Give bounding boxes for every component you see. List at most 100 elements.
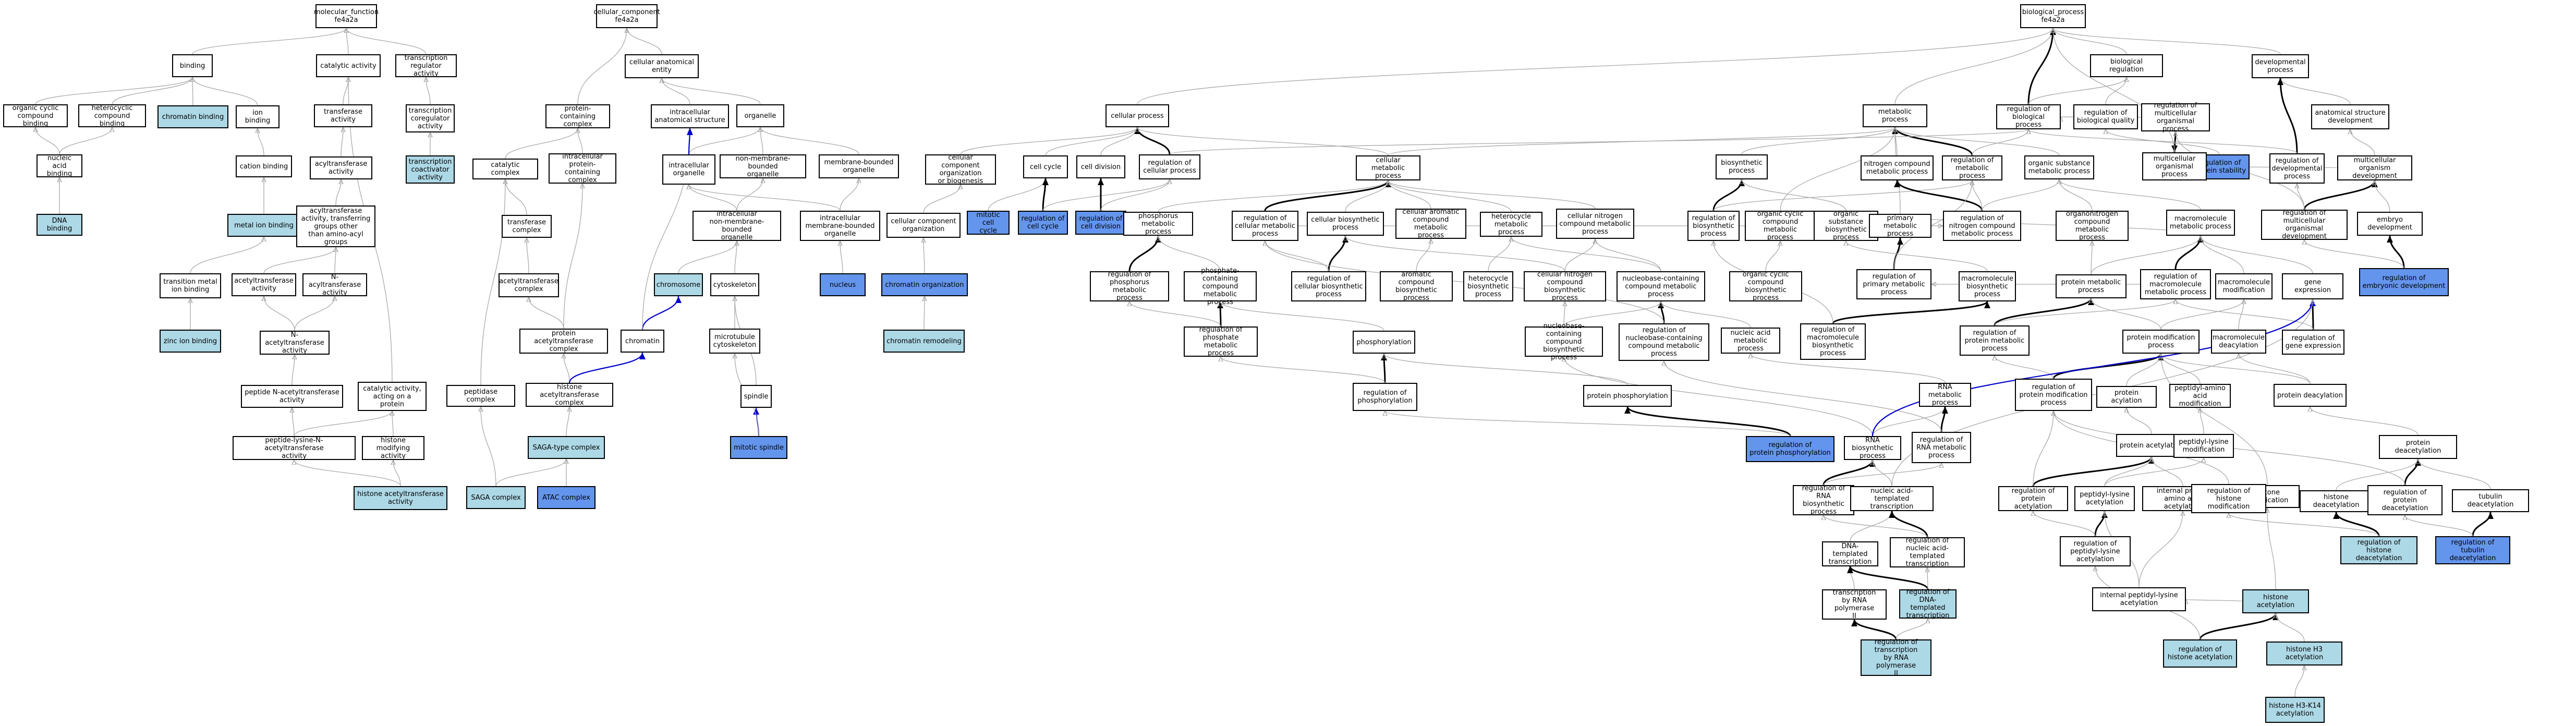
edge-catcomplex-to-protcontcomplex (505, 128, 578, 159)
edge-geneexp-to-macromet (2201, 236, 2313, 274)
go-term-protmetab: protein metabolic process (2056, 274, 2127, 298)
go-term-nucacidtx: nucleic acid-templated transcription (1850, 486, 1934, 511)
edge-bioreg-to-bp (2053, 28, 2127, 55)
edge-regmetab-to-regbp (1972, 129, 2028, 156)
go-term-regcelldiv: regulation of cell division (1075, 211, 1126, 235)
go-term-binding: binding (172, 54, 213, 77)
go-term-memorg: membrane-bounded organelle (819, 154, 899, 178)
go-term-ionbind: ion binding (236, 105, 280, 128)
go-term-protacetylcomplex: protein acetyltransferase complex (519, 329, 608, 354)
go-term-protdeacetyl: protein deacetylation (2379, 435, 2457, 459)
go-term-protcontcomplex: protein-containing complex (545, 104, 610, 128)
go-term-macromod: macromolecule modification (2215, 273, 2273, 299)
go-term-catalytic: catalytic activity (316, 54, 381, 77)
edge-regprotmod-to-protmod (2052, 353, 2164, 379)
edge-chromorg-to-cellcomporg (924, 238, 925, 274)
go-term-saga: SAGA complex (466, 486, 526, 509)
edge-organelle-to-cellanat (662, 78, 761, 105)
edge-regtubdeacetyl-to-regprotdeacetyl (2405, 515, 2473, 537)
edge-regembdev-to-regmcorgdev (2304, 240, 2404, 269)
go-term-cellcompbio: cellular component organization or bioge… (925, 154, 996, 185)
go-term-tubdeacetyl: tubulin deacetylation (2452, 489, 2529, 512)
go-term-mcorg: multicellular organismal process (2142, 152, 2207, 180)
edge-regnitro-to-regmetab (1972, 180, 1983, 211)
edge-regphosmetab2-to-regphosmetab (1129, 301, 1221, 327)
edge-orgcycmetab-to-metab (1780, 127, 1895, 211)
edge-intpeptlys-to-intprotamino (2138, 511, 2183, 588)
edge-chromremod-to-chromorg (924, 296, 925, 330)
edge-cellnitrobiosyn-to-cellnitro (1564, 239, 1595, 272)
edge-rnabiosyn-to-nucbasebiosyn (1564, 357, 1873, 437)
go-term-nitrocomp: nitrogen compound metabolic process (1861, 155, 1934, 180)
go-term-acetyltranscomplex: acetyltransferase complex (499, 273, 559, 297)
edge-devproc-to-bp (2053, 28, 2281, 55)
go-term-regmacromet: regulation of macromolecule metabolic pr… (2140, 269, 2211, 299)
edge-hat-to-histmod (393, 460, 401, 487)
go-term-acyltrans: acyltransferase activity (310, 156, 372, 179)
edge-nucbasecont-to-cellnitro (1595, 239, 1661, 272)
go-term-cellnitrobiosyn: cellular nitrogen compound biosynthetic … (1524, 271, 1606, 302)
edge-intraorg-to-organelle (688, 127, 760, 155)
edge-rnametab-to-nucacidmetab (1751, 354, 1946, 383)
go-term-nucbasebiosyn: nucleobase-containing compound biosynthe… (1525, 322, 1603, 361)
edge-biosyn-to-metab (1741, 127, 1895, 155)
go-term-histacetylcomplex: histone acetyltransferase complex (526, 383, 613, 407)
go-term-protmod: protein modification process (2122, 330, 2200, 354)
go-term-txcoreg: transcription coregulator activity (406, 104, 455, 132)
go-term-nacetyltrans: N-acetyltransferase activity (260, 331, 330, 355)
go-term-regbiosyn: regulation of biosynthetic process (1687, 211, 1740, 241)
edge-regcellproc-to-regbp (1169, 129, 2028, 155)
edge-intprotamino-to-protacetylation (2152, 457, 2183, 487)
go-term-transfcomplex: transferase complex (502, 215, 552, 238)
edge-regprotstab-to-regbq (2106, 129, 2220, 155)
go-term-intranonmem: intracellular non-membrane-bounded organ… (692, 210, 781, 241)
edge-protmod-to-macromod (2160, 299, 2244, 330)
edge-regrnametab-to-regnucbase (1664, 361, 1942, 432)
edge-protdeacyl-to-protmod (2161, 354, 2311, 384)
go-term-reghistmod: regulation of histone modification (2191, 484, 2266, 513)
go-term-hetcycbiosyn: heterocycle biosynthetic process (1463, 271, 1513, 301)
edge-cellanat-to-cc (627, 28, 662, 55)
go-term-macrobiosyn: macromolecule biosynthetic process (1959, 271, 2016, 301)
go-term-regphosmetab2: regulation of phosphate metabolic proces… (1184, 326, 1258, 357)
edge-histacetyl-to-histmodif (2267, 508, 2276, 590)
go-term-regprotmetab: regulation of protein metabolic process (1960, 325, 2030, 356)
go-term-chromremod: chromatin remodeling (883, 330, 965, 353)
edge-histmodif-to-protmod (2161, 354, 2268, 486)
edge-mcorg-to-bp (2053, 28, 2175, 153)
edge-reggeneexp-to-regmacromet (2176, 299, 2314, 330)
go-term-bp: biological_process fe4a2a (2020, 4, 2086, 28)
go-term-regnucacidtx: regulation of nucleic acid-templated tra… (1890, 537, 1965, 568)
edge-regtxrnapol-to-txrnapol (1851, 619, 1897, 640)
go-term-phoscont: phosphate-containing compound metabolic … (1184, 267, 1257, 306)
go-term-histh3k14: histone H3-K14 acetylation (2265, 697, 2325, 723)
edge-nucbind-to-hetcyc (59, 127, 112, 155)
go-term-devproc: developmental process (2252, 54, 2309, 78)
edge-transfcomplex-to-catcomplex (505, 179, 527, 215)
go-term-nucacidmetab: nucleic acid metabolic process (1721, 328, 1780, 354)
go-term-nucbind: nucleic acid binding (37, 154, 82, 178)
edge-regphosphorylation-to-phosphorylation (1381, 353, 1388, 383)
go-term-orgcycbiosyn: organic cyclic compound biosynthetic pro… (1729, 271, 1802, 302)
go-term-histmod: histone modifying activity (362, 436, 424, 460)
go-term-primmetab: primary metabolic process (1869, 214, 1931, 238)
go-term-peptaminomod: peptidyl-amino acid modification (2169, 384, 2231, 408)
edge-anatdev-to-devproc (2280, 78, 2351, 105)
go-term-cc: cellular_component fe4a2a (593, 4, 660, 28)
go-term-chromatin: chromatin (621, 330, 664, 353)
edge-regnucacidtx-to-nucacidtx (1889, 511, 1928, 538)
edge-reghistacetyl-to-histacetyl (2199, 613, 2279, 640)
go-term-dnatx: DNA-templated transcription (1822, 541, 1878, 566)
go-term-peptlys: peptide-lysine-N-acetyltransferase activ… (233, 436, 356, 460)
edge-regbp-to-bioreg (2028, 77, 2127, 105)
go-term-regtubdeacetyl: regulation of tubulin deacetylation (2435, 536, 2510, 564)
go-term-intraprotcomplex: intracellular protein-containing complex (549, 153, 616, 184)
edge-saga-to-peptidasecomplex (481, 407, 496, 487)
go-term-acetyltrans: acetyltransferase activity (232, 273, 296, 296)
go-term-celldiv: cell division (1076, 155, 1125, 178)
go-term-mf: molecular_function fe4a2a (314, 4, 379, 28)
edge-saga-to-sagatype (495, 459, 566, 487)
go-term-regtxrnapol: regulation of transcription by RNA polym… (1861, 638, 1931, 677)
edge-regprotmetab-to-regmacromet (1994, 299, 2176, 326)
edge-regprotacetyl-to-regprotmod (2033, 411, 2053, 487)
